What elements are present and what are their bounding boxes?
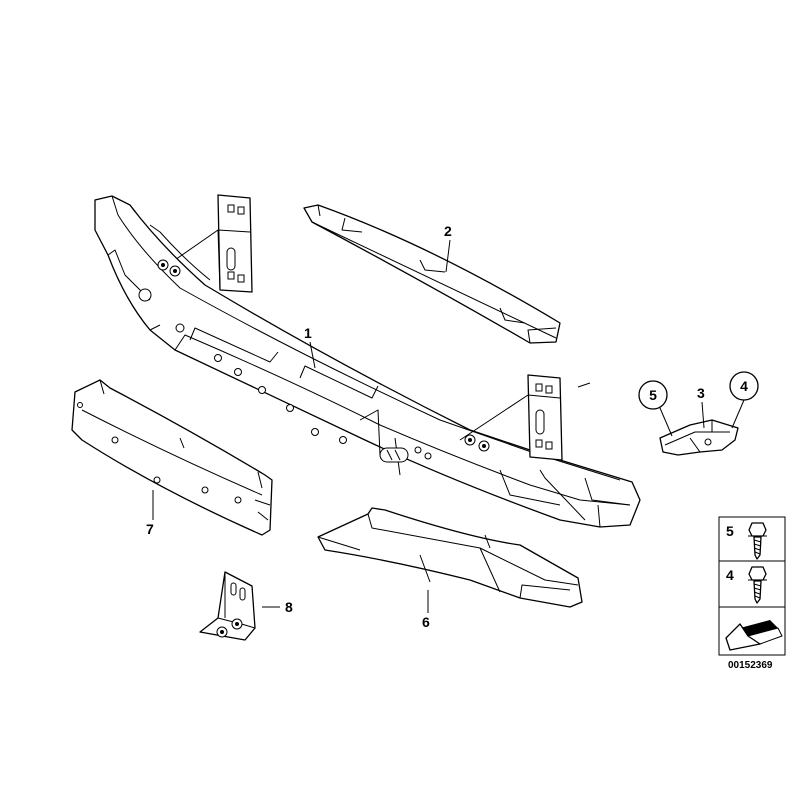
front-absorber-part xyxy=(71,379,273,536)
wedge-arrow-icon xyxy=(725,620,783,651)
mount-bracket-part xyxy=(199,571,256,641)
small-bracket-part xyxy=(659,419,739,456)
screw-icon-5 xyxy=(748,522,767,560)
diagram-code: 00152369 xyxy=(728,660,773,671)
callout-7: 7 xyxy=(146,521,154,537)
callout-4: 4 xyxy=(740,378,748,394)
lower-absorber-part xyxy=(317,507,583,608)
callout-3: 3 xyxy=(697,385,705,401)
upper-absorber-part xyxy=(303,204,561,344)
screw-icon-4 xyxy=(748,566,767,604)
callout-8: 8 xyxy=(285,599,293,615)
legend-number-5: 5 xyxy=(726,523,734,539)
callout-5-circled: 5 xyxy=(638,380,668,410)
callout-6: 6 xyxy=(422,614,430,630)
legend-number-4: 4 xyxy=(726,567,734,583)
bumper-carrier-part xyxy=(94,194,641,528)
callout-5: 5 xyxy=(649,387,657,403)
fastener-legend: 5 4 xyxy=(718,516,786,656)
callout-1: 1 xyxy=(304,325,312,341)
callout-2: 2 xyxy=(444,223,452,239)
leader-lines xyxy=(152,239,745,613)
callout-4-circled: 4 xyxy=(729,371,759,401)
